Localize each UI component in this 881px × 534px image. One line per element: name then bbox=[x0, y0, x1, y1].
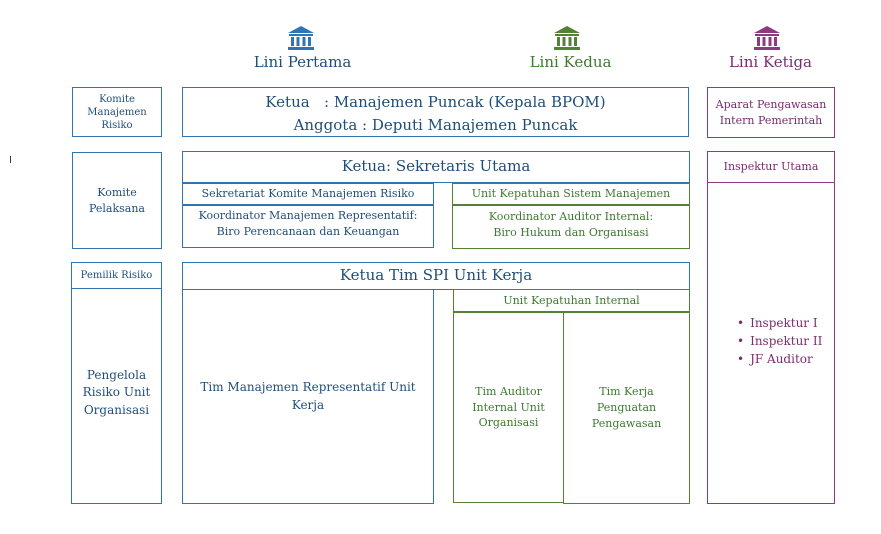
tim-auditor-label: Tim Auditor Internal Unit Organisasi bbox=[472, 384, 545, 430]
koordinator-mr-line1: Koordinator Manajemen Representatif: bbox=[198, 209, 418, 222]
anggota-deputi: Anggota : Deputi Manajemen Puncak bbox=[293, 116, 578, 135]
pemilik-risiko-label: Pemilik Risiko bbox=[71, 262, 162, 289]
header-lini-ketiga: Lini Ketiga bbox=[728, 53, 813, 71]
inspektur-utama-label: Inspektur Utama bbox=[707, 151, 835, 183]
koordinator-mr-line2: Biro Perencanaan dan Keuangan bbox=[216, 224, 400, 238]
inspektur-list: Inspektur I Inspektur II JF Auditor bbox=[737, 314, 827, 368]
komite-pelaksana-label: Komite Pelaksana bbox=[88, 185, 145, 215]
apip-label: Aparat Pengawasan Intern Pemerintah bbox=[715, 97, 827, 127]
inspektur-list-item: Inspektur II bbox=[737, 332, 827, 350]
tim-kerja-box: Tim Kerja Penguatan Pengawasan bbox=[563, 312, 690, 504]
koordinator-ai-line1: Koordinator Auditor Internal: bbox=[488, 210, 654, 223]
unit-kepatuhan-internal-label: Unit Kepatuhan Internal bbox=[503, 293, 640, 307]
bank-building-icon bbox=[754, 26, 780, 50]
koordinator-ai-line2: Biro Hukum dan Organisasi bbox=[493, 225, 649, 239]
koordinator-ai-box: Koordinator Auditor Internal: Biro Hukum… bbox=[452, 205, 690, 249]
header-lini-pertama: Lini Pertama bbox=[253, 53, 352, 71]
apip-box: Aparat Pengawasan Intern Pemerintah bbox=[707, 87, 835, 138]
sekretariat-label: Sekretariat Komite Manajemen Risiko bbox=[201, 187, 415, 201]
ketua-manajemen-puncak: Ketua : Manajemen Puncak (Kepala BPOM) bbox=[265, 93, 606, 111]
koordinator-mr-box: Koordinator Manajemen Representatif: Bir… bbox=[182, 205, 434, 248]
unit-kepatuhan-internal-box: Unit Kepatuhan Internal bbox=[453, 289, 690, 312]
sekretariat-box: Sekretariat Komite Manajemen Risiko bbox=[182, 183, 434, 205]
unit-kepatuhan-sm-label: Unit Kepatuhan Sistem Manajemen bbox=[471, 187, 671, 201]
ketua-sekretaris-utama-box: Ketua: Sekretaris Utama bbox=[182, 151, 690, 183]
manajemen-puncak-box: Ketua : Manajemen Puncak (Kepala BPOM) A… bbox=[182, 87, 689, 137]
inspektur-list-item: Inspektur I bbox=[737, 314, 827, 332]
unit-kepatuhan-sm-box: Unit Kepatuhan Sistem Manajemen bbox=[452, 183, 690, 205]
tim-kerja-label: Tim Kerja Penguatan Pengawasan bbox=[591, 385, 662, 430]
tim-mr-label: Tim Manajemen Representatif Unit Kerja bbox=[200, 380, 416, 412]
pengelola-risiko-label: Pengelola Risiko Unit Organisasi bbox=[71, 362, 162, 424]
bank-building-icon bbox=[554, 26, 580, 50]
margin-mark: I bbox=[9, 155, 12, 166]
komite-pelaksana-box: Komite Pelaksana bbox=[72, 152, 162, 249]
inspektur-list-item: JF Auditor bbox=[737, 350, 827, 368]
tim-mr-box: Tim Manajemen Representatif Unit Kerja bbox=[182, 289, 434, 504]
ketua-tim-spi-box: Ketua Tim SPI Unit Kerja bbox=[182, 262, 690, 290]
pemilik-risiko-box bbox=[71, 262, 162, 504]
inspektur-utama-box bbox=[707, 151, 835, 504]
ketua-tim-spi-label: Ketua Tim SPI Unit Kerja bbox=[339, 266, 533, 285]
komite-manajemen-risiko-box: Komite Manajemen Risiko bbox=[72, 87, 162, 137]
header-lini-kedua: Lini Kedua bbox=[529, 53, 612, 71]
pengelola-risiko-text: Pengelola Risiko Unit Organisasi bbox=[82, 367, 151, 417]
tim-auditor-box: Tim Auditor Internal Unit Organisasi bbox=[453, 312, 564, 503]
bank-building-icon bbox=[288, 26, 314, 50]
ketua-sekretaris-utama-label: Ketua: Sekretaris Utama bbox=[341, 157, 531, 176]
komite-manajemen-risiko-label: Komite Manajemen Risiko bbox=[87, 93, 147, 131]
